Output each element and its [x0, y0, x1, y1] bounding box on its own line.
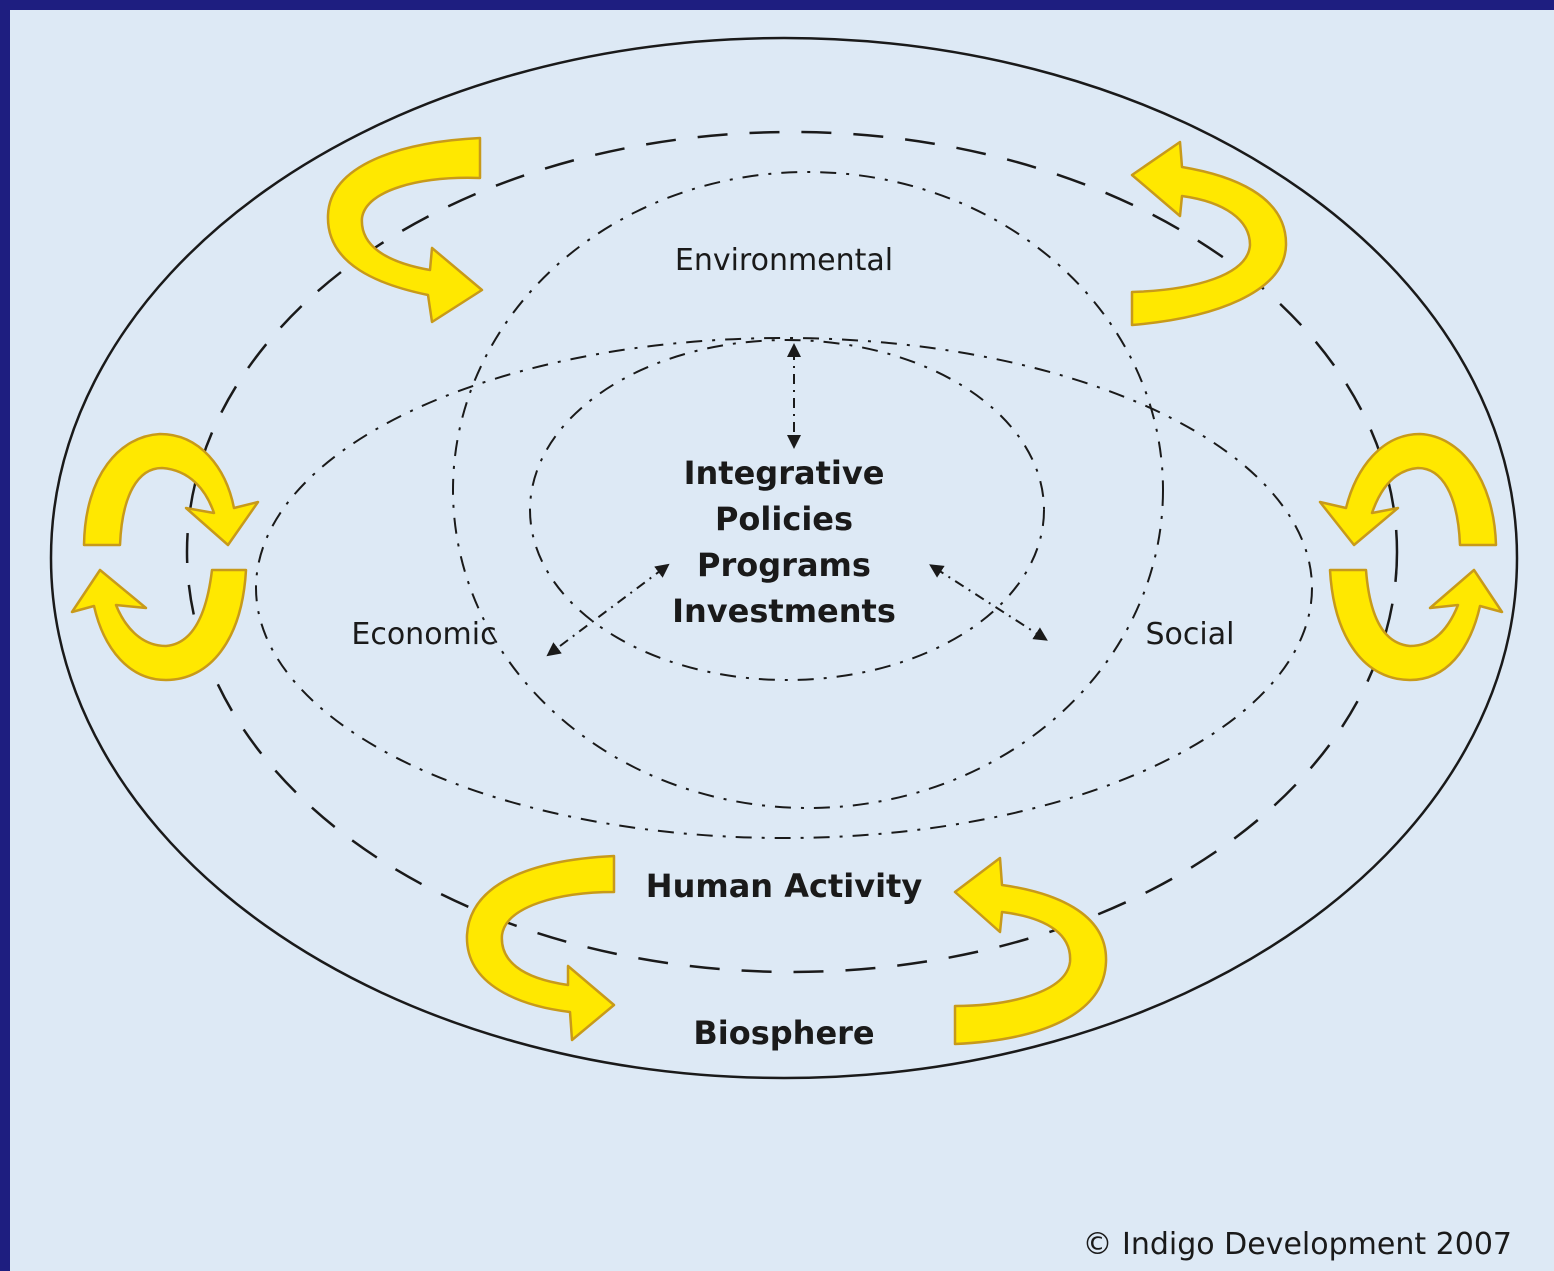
label-social: Social — [1146, 617, 1235, 652]
cycle-arrow-top-right — [1130, 140, 1288, 327]
cycle-arrow-left — [70, 432, 260, 682]
label-environmental: Environmental — [675, 243, 893, 278]
cycle-arrow-top-left — [326, 136, 484, 324]
human-activity-ellipse — [185, 130, 1399, 974]
cycle-arrow-right — [1318, 432, 1504, 682]
left-border — [0, 0, 10, 1271]
cycle-arrow-bottom-left — [465, 854, 616, 1042]
label-investments: Investments — [672, 592, 896, 630]
label-policies: Policies — [715, 500, 853, 538]
label-biosphere: Biosphere — [693, 1014, 874, 1052]
integrative-ellipse — [529, 339, 1045, 681]
biosphere-ellipse — [49, 36, 1519, 1080]
arrow-left — [546, 563, 670, 657]
copyright-text: © Indigo Development 2007 — [1082, 1227, 1512, 1262]
label-programs: Programs — [697, 546, 871, 584]
economic-social-ellipse — [255, 337, 1313, 839]
arrow-right — [929, 564, 1048, 641]
label-economic: Economic — [351, 617, 496, 652]
cycle-arrow-bottom-right — [953, 856, 1108, 1046]
label-human-activity: Human Activity — [646, 867, 923, 905]
environmental-ellipse — [452, 171, 1164, 809]
label-integrative: Integrative — [684, 454, 885, 492]
diagram-panel — [10, 10, 1554, 1271]
